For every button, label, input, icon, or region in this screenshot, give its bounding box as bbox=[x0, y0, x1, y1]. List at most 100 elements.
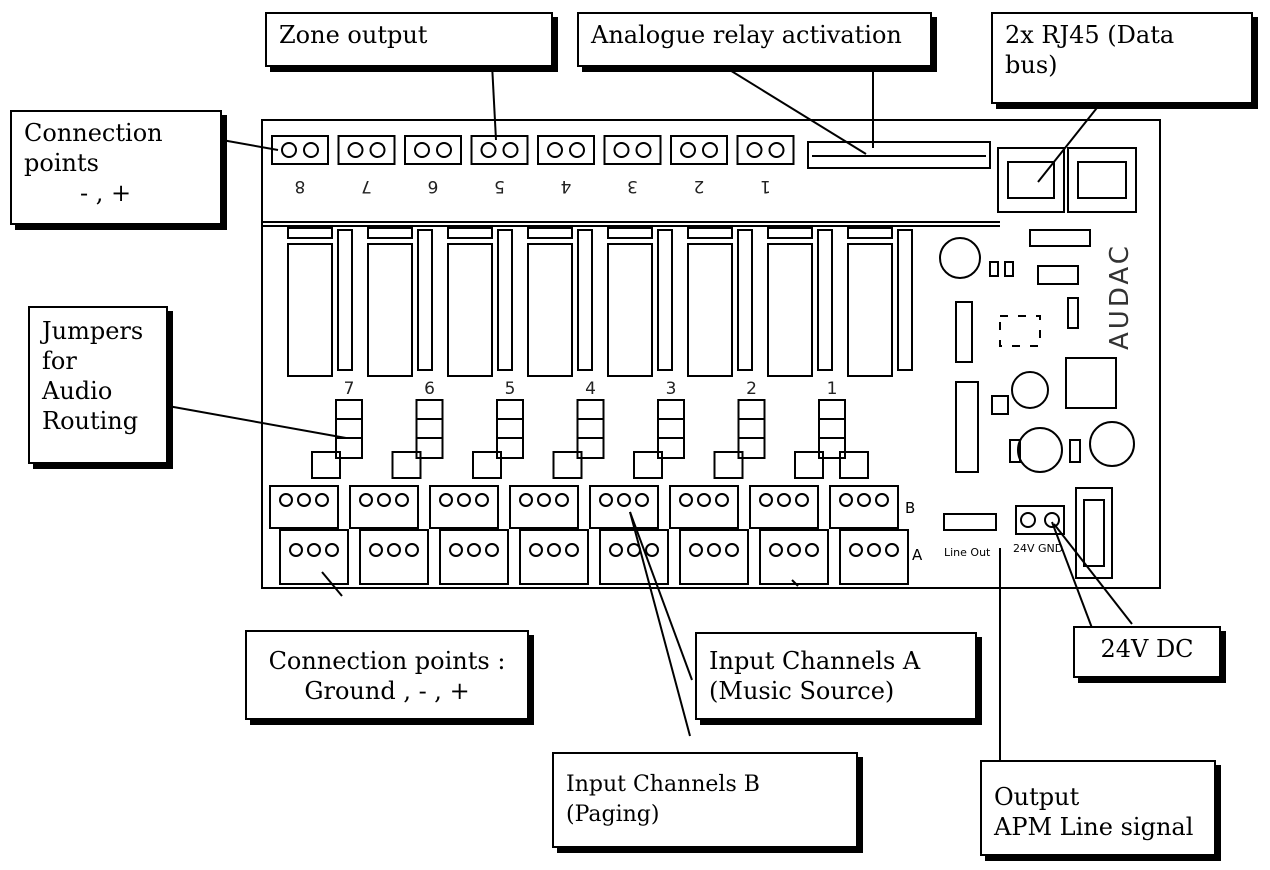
jumpers-callout: Jumpers for Audio Routing bbox=[28, 306, 168, 464]
jumpers-line1: Jumpers bbox=[42, 317, 144, 345]
relay-pad bbox=[367, 227, 413, 239]
terminal-screw bbox=[436, 142, 452, 158]
terminal-screw bbox=[769, 543, 783, 557]
terminal-screw bbox=[715, 493, 729, 507]
terminal-screw bbox=[697, 493, 711, 507]
relay bbox=[287, 243, 333, 377]
terminal-screw bbox=[519, 493, 533, 507]
jumper-block bbox=[496, 399, 524, 459]
terminal-screw bbox=[475, 493, 489, 507]
row-b-label: B bbox=[905, 499, 915, 517]
input-b-terminal bbox=[349, 485, 419, 529]
terminal-screw bbox=[635, 493, 649, 507]
conn-top-line3: - , + bbox=[80, 179, 132, 207]
dc24-label: 24V DC bbox=[1100, 635, 1194, 663]
input-b-line2: (Paging) bbox=[566, 802, 660, 827]
terminal-screw bbox=[347, 142, 364, 158]
input-b-terminal bbox=[509, 485, 579, 529]
terminal-screw bbox=[387, 543, 401, 557]
terminal-screw bbox=[377, 493, 391, 507]
jumper-number: 3 bbox=[666, 379, 677, 399]
terminal-screw bbox=[480, 142, 497, 158]
zone-terminal bbox=[470, 135, 529, 165]
conn-top-line2: points bbox=[24, 149, 99, 177]
jumper-number: 5 bbox=[505, 379, 516, 399]
analogue-relay-label: Analogue relay activation bbox=[591, 21, 902, 49]
terminal-screw bbox=[457, 493, 471, 507]
zone-output-label: Zone output bbox=[279, 21, 428, 49]
terminal-screw bbox=[547, 142, 563, 158]
terminal-screw bbox=[297, 493, 311, 507]
relay bbox=[447, 243, 493, 377]
terminal-screw bbox=[395, 493, 409, 507]
relay-pad bbox=[767, 227, 813, 239]
jumper-number: 4 bbox=[585, 379, 596, 399]
terminal-screw bbox=[467, 543, 481, 557]
terminal-screw bbox=[289, 543, 303, 557]
jumper-block bbox=[415, 399, 444, 459]
terminal-screw bbox=[609, 543, 623, 557]
terminal-screw bbox=[369, 142, 386, 158]
input-a-line1: Input Channels A bbox=[709, 647, 921, 675]
rj45-callout: 2x RJ45 (Data bus) bbox=[991, 12, 1253, 104]
zone-terminal bbox=[736, 135, 795, 165]
input-b-line1: Input Channels B bbox=[566, 772, 760, 797]
jumper-number: 1 bbox=[827, 379, 838, 399]
brand-label: AUDAC bbox=[1105, 243, 1135, 350]
zone-number: 2 bbox=[694, 176, 705, 196]
jumper-block bbox=[818, 399, 846, 459]
jumper-number: 6 bbox=[424, 379, 435, 399]
terminal-screw bbox=[281, 142, 297, 158]
jumper-number: 7 bbox=[344, 379, 355, 399]
zone-terminal bbox=[404, 135, 462, 165]
relay bbox=[767, 243, 813, 377]
terminal-screw bbox=[875, 493, 889, 507]
terminal-screw bbox=[759, 493, 773, 507]
terminal-screw bbox=[867, 543, 881, 557]
terminal-screw bbox=[502, 142, 519, 158]
jumpers-line2: for bbox=[42, 347, 77, 375]
power-label: 24V GND bbox=[1013, 542, 1063, 555]
jumper-number: 2 bbox=[746, 379, 757, 399]
input-b-terminal bbox=[269, 485, 339, 529]
terminal-screw bbox=[707, 543, 721, 557]
jumpers-line4: Routing bbox=[42, 407, 139, 435]
circuit-board bbox=[261, 119, 1161, 589]
input-a-terminal bbox=[839, 529, 909, 585]
relays bbox=[287, 227, 913, 377]
relay-diode bbox=[337, 229, 353, 371]
connection-points-bottom-callout: Connection points : Ground , - , + bbox=[245, 630, 529, 720]
terminal-screw bbox=[303, 142, 319, 158]
input-a-terminal bbox=[439, 529, 509, 585]
connection-points-top-callout: Connection points - , + bbox=[10, 110, 222, 225]
power-connector bbox=[1015, 487, 1113, 579]
terminal-screw bbox=[369, 543, 383, 557]
input-a-terminal bbox=[679, 529, 749, 585]
zone-terminal bbox=[537, 135, 595, 165]
terminal-screw bbox=[805, 543, 819, 557]
terminal-screw bbox=[449, 543, 463, 557]
jumper-blocks bbox=[311, 399, 869, 479]
terminal-screw bbox=[617, 493, 631, 507]
rj45-label-line1: 2x RJ45 (Data bbox=[1005, 21, 1175, 49]
terminal-screw bbox=[359, 493, 373, 507]
input-b-terminal bbox=[829, 485, 899, 529]
jumper-block bbox=[737, 399, 766, 459]
board-components bbox=[939, 229, 1135, 473]
terminal-screw bbox=[315, 493, 329, 507]
terminal-screw bbox=[414, 142, 430, 158]
routing-jumper bbox=[713, 451, 744, 479]
zone-terminal bbox=[603, 135, 662, 165]
terminal-screw bbox=[325, 543, 339, 557]
input-a-terminal bbox=[519, 529, 589, 585]
terminal-screw bbox=[529, 543, 543, 557]
zone-output-terminals bbox=[271, 135, 795, 165]
relay bbox=[607, 243, 653, 377]
rj45-label-line2: bus) bbox=[1005, 51, 1058, 79]
relay-diode bbox=[657, 229, 673, 371]
board-outline bbox=[261, 119, 1161, 589]
terminal-screw bbox=[569, 142, 585, 158]
zone-number: 1 bbox=[760, 176, 771, 196]
